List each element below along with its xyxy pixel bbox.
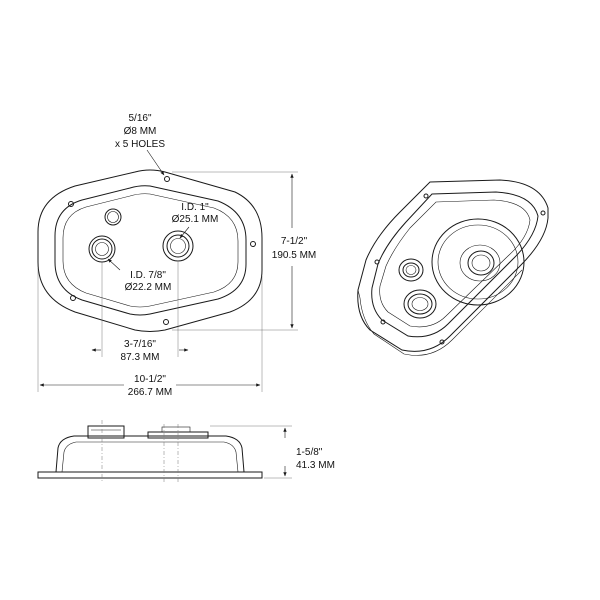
holes-mm-label: Ø8 MM: [124, 126, 157, 137]
height-inch-label: 7-1/2": [281, 236, 308, 247]
depth-inch-label: 1-5/8": [296, 447, 323, 458]
holes-count-label: x 5 HOLES: [115, 139, 165, 150]
spacing-mm-label: 87.3 MM: [121, 352, 160, 363]
width-dimension: [37, 268, 263, 392]
dish-outline: [54, 185, 247, 316]
iso-port-large: [403, 289, 437, 319]
side-view: [37, 420, 263, 482]
iso-flange: [357, 179, 549, 352]
id-large-callout: I.D. 1" Ø25.1 MM: [172, 202, 219, 225]
iso-port-small: [398, 258, 424, 282]
depth-dimension: [210, 425, 292, 479]
mounting-hole: [250, 241, 256, 247]
depth-mm-label: 41.3 MM: [296, 460, 335, 471]
spacing-dimension: [91, 262, 189, 357]
port-large: [162, 230, 194, 262]
mounting-hole: [68, 201, 74, 207]
mounting-hole: [70, 295, 76, 301]
holes-size-label: 5/16": [128, 113, 151, 124]
holes-leader: [146, 149, 165, 176]
flange-outline: [37, 169, 263, 332]
id-large-inch-label: I.D. 1": [181, 202, 209, 213]
id-small-inch-label: I.D. 7/8": [130, 270, 166, 281]
top-view: [37, 169, 263, 332]
dish-inner-outline: [62, 193, 239, 308]
id-small-leader: [107, 258, 121, 271]
id-large-mm-label: Ø25.1 MM: [172, 214, 219, 225]
side-port-small: [87, 425, 125, 439]
isometric-view: [357, 179, 549, 356]
id-small-mm-label: Ø22.2 MM: [125, 282, 172, 293]
side-dish: [55, 435, 245, 473]
iso-woofer: [431, 218, 525, 306]
height-dimension: [172, 171, 298, 331]
height-callout: 7-1/2" 190.5 MM: [272, 236, 316, 261]
id-small-callout: I.D. 7/8" Ø22.2 MM: [125, 270, 172, 293]
id-large-leader: [179, 226, 190, 239]
port-small: [88, 235, 116, 263]
spacing-inch-label: 3-7/16": [124, 339, 156, 350]
width-callout: 10-1/2" 266.7 MM: [128, 374, 172, 398]
holes-callout: 5/16" Ø8 MM x 5 HOLES: [115, 113, 165, 150]
iso-flange-depth: [357, 269, 523, 356]
mounting-hole: [164, 176, 170, 182]
height-mm-label: 190.5 MM: [272, 250, 316, 261]
mounting-hole: [163, 319, 169, 325]
width-inch-label: 10-1/2": [134, 374, 166, 385]
small-boss: [104, 208, 122, 226]
side-flange: [37, 471, 263, 479]
width-mm-label: 266.7 MM: [128, 387, 172, 398]
spacing-callout: 3-7/16" 87.3 MM: [121, 339, 160, 363]
depth-callout: 1-5/8" 41.3 MM: [296, 447, 335, 471]
iso-dish: [371, 191, 539, 338]
